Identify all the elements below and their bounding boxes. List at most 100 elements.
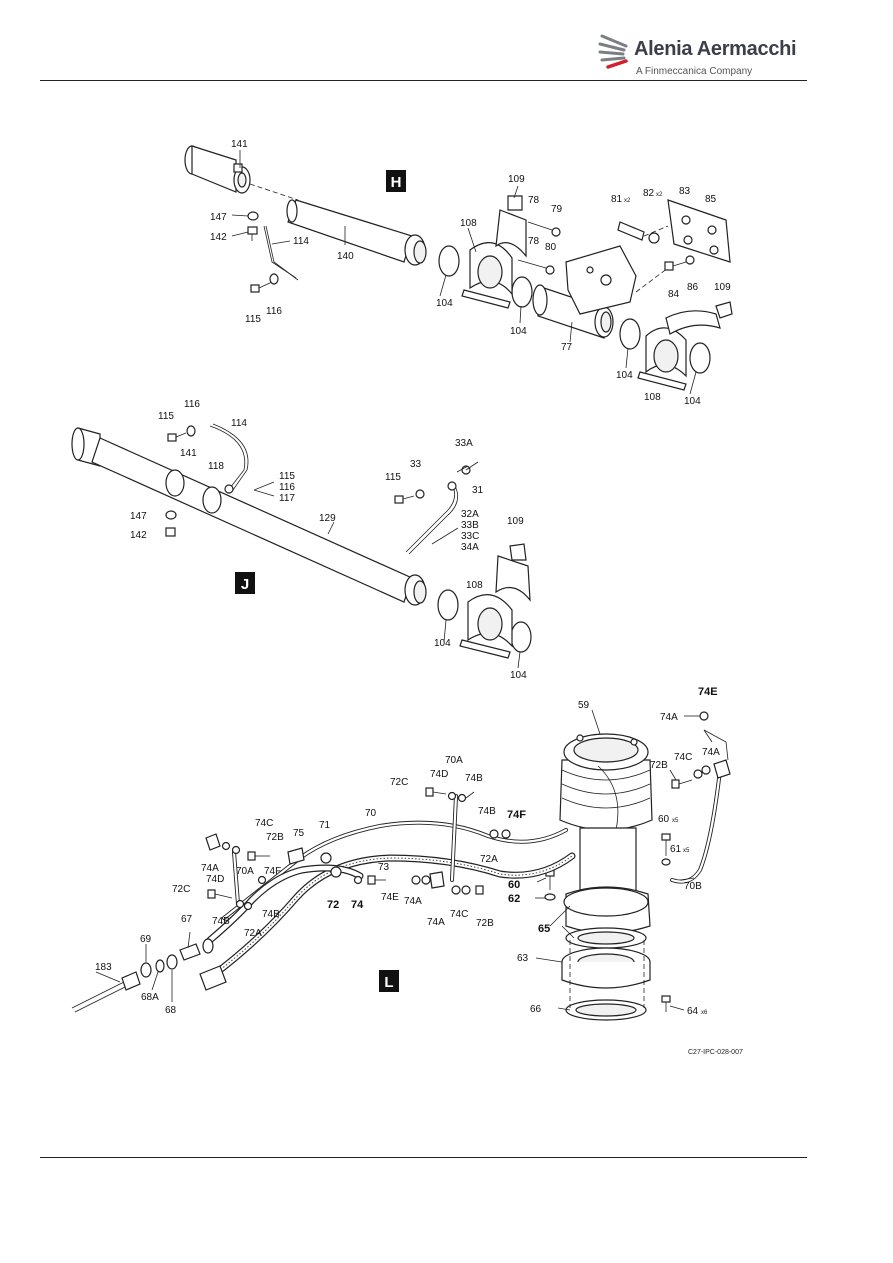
tube-183 (71, 971, 141, 1013)
callout: 117 (279, 493, 295, 504)
callout: 74C (450, 909, 468, 920)
bolt-72b (671, 779, 693, 789)
callout: 104 (436, 298, 453, 309)
view-l-letter: L (384, 974, 393, 991)
view-j-group: J (71, 423, 532, 659)
callout: 108 (644, 392, 661, 403)
callout: 74A (660, 712, 678, 723)
callout: 116 (266, 306, 282, 317)
callout-qty: x6 (701, 1010, 708, 1016)
brand-name: Alenia Aermacchi (634, 38, 797, 60)
bolt-64 (661, 995, 671, 1012)
fitting-141 (184, 145, 251, 194)
callout: 141 (231, 139, 248, 150)
callout: 74E (698, 686, 718, 698)
tube-140 (286, 199, 427, 266)
callout: 129 (319, 513, 336, 524)
figure-reference-code: C27-IPC-028-007 (688, 1049, 743, 1056)
callout: 72B (650, 760, 668, 771)
view-h-callouts: 141 147 142 114 140 115 116 104 104 104 … (210, 139, 731, 407)
seal-68 (166, 954, 178, 970)
callout: 74A (404, 896, 422, 907)
callout: 140 (337, 251, 354, 262)
callout: 60 (658, 814, 670, 825)
bolt-72c (207, 889, 233, 899)
washer-74 (353, 875, 363, 885)
washer-62 (544, 893, 556, 901)
tube-70 (222, 820, 568, 920)
view-l-callouts: 59 74E 74A 74C 74A 72B 60 x5 61 x5 70B 7… (95, 686, 720, 1017)
callout: 114 (231, 418, 247, 429)
callout: 85 (705, 194, 717, 205)
bolt-115 (250, 281, 273, 293)
callout: 104 (616, 370, 633, 381)
callout: 72 (327, 899, 339, 911)
callout-qty: x2 (656, 192, 663, 198)
callout: 142 (130, 530, 147, 541)
logo-mark-icon (598, 34, 628, 69)
view-l-group: L (71, 709, 731, 1021)
callout: 33 (410, 459, 422, 470)
callout: 141 (180, 448, 197, 459)
callout: 62 (508, 893, 520, 905)
callout: 147 (130, 511, 147, 522)
callout: 108 (460, 218, 477, 229)
callout: 68A (141, 992, 159, 1003)
callout: 115 (279, 471, 295, 482)
callout: 80 (545, 242, 557, 253)
seal-104 (510, 621, 532, 653)
callout: 75 (293, 828, 305, 839)
bolt-84 (664, 261, 687, 271)
hose-72a (208, 852, 576, 980)
washer-116 (269, 273, 279, 285)
callout: 74A (427, 917, 445, 928)
callout: 74E (381, 892, 399, 903)
spacer-75 (287, 847, 305, 865)
brand-subtitle: A Finmeccanica Company (636, 66, 753, 77)
bolt-115 (167, 432, 187, 442)
view-h-group: H (184, 145, 733, 395)
callout: 67 (181, 914, 193, 925)
seal-104 (511, 276, 533, 308)
hose-70b (670, 768, 722, 884)
callout-qty: x5 (683, 848, 690, 854)
washer-147 (247, 211, 259, 221)
callout: 74D (430, 769, 448, 780)
flange-63 (561, 947, 651, 989)
callout: 32A (461, 509, 479, 520)
bolt-142 (165, 527, 176, 537)
callout: 104 (510, 326, 527, 337)
callout: 74B (262, 909, 280, 920)
view-l-badge (379, 970, 399, 992)
callout: 74B (478, 806, 496, 817)
callout: 61 (670, 844, 682, 855)
view-h-letter: H (391, 174, 402, 191)
callout: 183 (95, 962, 112, 973)
view-h-badge (386, 170, 406, 192)
callout: 33A (455, 438, 473, 449)
callout: 104 (684, 396, 701, 407)
callout: 84 (668, 289, 680, 300)
bolt-115 (394, 495, 415, 504)
callout: 63 (517, 953, 529, 964)
callout: 109 (507, 516, 524, 527)
callout: 109 (714, 282, 731, 293)
callout: 74 (351, 899, 364, 911)
callout: 72C (172, 884, 190, 895)
nut-69 (140, 962, 152, 978)
callout: 116 (279, 482, 295, 493)
company-logo: Alenia Aermacchi A Finmeccanica Company (596, 22, 797, 82)
callout: 72A (244, 928, 262, 939)
callout: 72B (266, 832, 284, 843)
callout: 71 (319, 820, 331, 831)
callout: 72B (476, 918, 494, 929)
callout: 72C (390, 777, 408, 788)
callout: 104 (434, 638, 451, 649)
callout: 69 (140, 934, 152, 945)
callout: 59 (578, 700, 590, 711)
bond-strap-114 (209, 423, 249, 491)
callout: 116 (184, 399, 200, 410)
fitting-67 (179, 938, 214, 961)
callout: 74C (255, 818, 273, 829)
